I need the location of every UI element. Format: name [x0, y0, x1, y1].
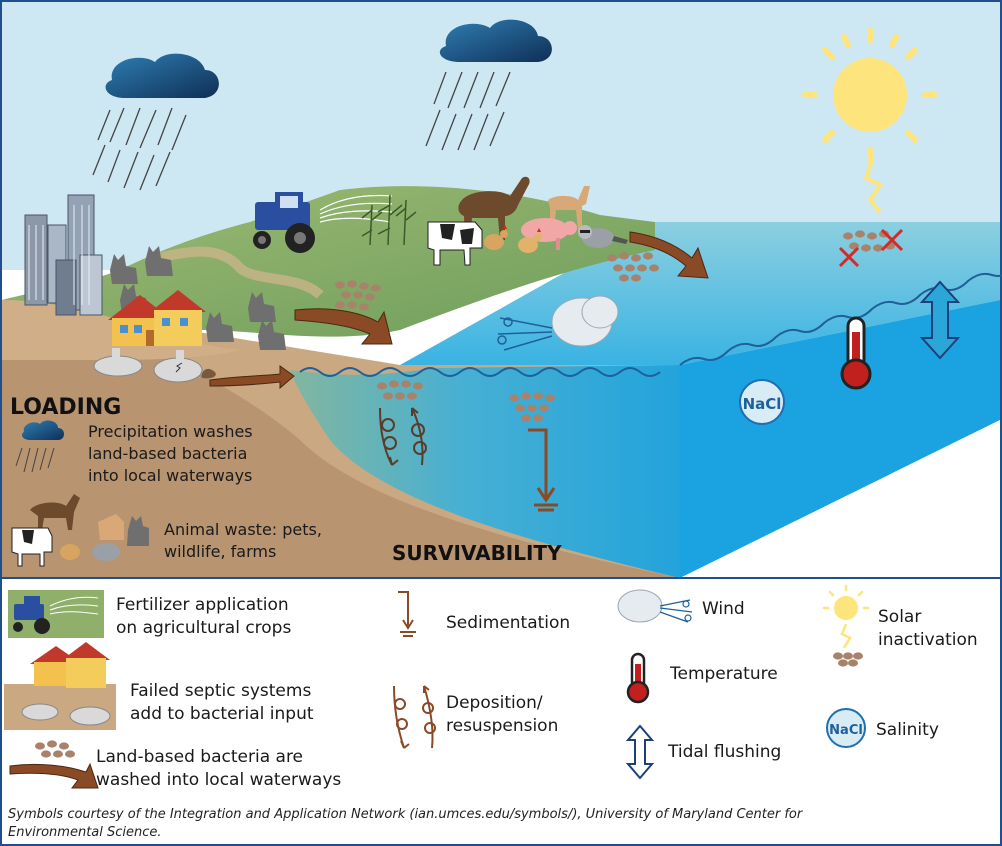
fertilizer-legend-text: Fertilizer application on agricultural c… [116, 595, 294, 638]
deposition-resuspension-icon [379, 407, 427, 466]
runoff-arrow-icon [209, 231, 709, 390]
svg-text:NaCl: NaCl [829, 723, 863, 738]
animals-mini-icon [11, 494, 149, 567]
survivability-heading: SURVIVABILITY [392, 541, 562, 565]
horse-icon [458, 176, 530, 240]
tidal-flushing-icon [919, 280, 961, 360]
credit-text: Symbols courtesy of the Integration and … [8, 807, 806, 840]
deer-icon [548, 186, 590, 230]
wind-legend-text: Wind [702, 599, 745, 619]
grassland [2, 186, 655, 337]
thermometer-icon [840, 316, 872, 390]
chicken-icon [484, 225, 542, 253]
crop-plants-icon [361, 194, 417, 246]
tractor-icon [253, 192, 393, 253]
sun-icon [802, 27, 938, 214]
inactivated-bacteria [838, 228, 904, 268]
rain-cloud-icon [425, 19, 552, 151]
tidal-legend-text: Tidal flushing [667, 742, 781, 762]
washed-legend-icon [9, 740, 99, 789]
animal-waste-text: Animal waste: pets, wildlife, farms [164, 520, 327, 561]
sea-waves [679, 272, 1002, 366]
solar-legend-text: Solar inactivation [878, 607, 978, 650]
city-buildings-icon [24, 194, 103, 316]
sedimentation-icon [528, 428, 558, 512]
septic-legend-icon [4, 642, 116, 730]
wind-icon [497, 295, 619, 351]
salinity-nacl-icon: NaCl [739, 379, 785, 425]
salinity-legend-icon: NaCl [826, 708, 866, 748]
washed-legend-text: Land-based bacteria are washed into loca… [96, 747, 341, 790]
temperature-legend-icon [626, 652, 650, 704]
precipitation-mini-icon [15, 420, 64, 473]
raccoon-icon [578, 225, 628, 248]
septic-tank-icon [93, 348, 216, 383]
wind-legend-icon [617, 589, 693, 623]
sedimentation-legend-icon [398, 591, 416, 637]
septic-legend-text: Failed septic systems add to bacterial i… [130, 681, 317, 724]
precipitation-text: Precipitation washes land-based bacteria… [88, 422, 258, 485]
svg-text:NaCl: NaCl [743, 395, 782, 413]
sedimentation-legend-text: Sedimentation [446, 613, 570, 633]
fertilizer-legend-icon [8, 590, 104, 638]
deep-sea-base [680, 420, 1000, 578]
estuary-waves [299, 367, 661, 377]
temperature-legend-text: Temperature [669, 664, 778, 684]
solar-legend-icon [822, 584, 870, 667]
houses-icon [108, 290, 206, 346]
rain-cloud-icon [92, 53, 219, 191]
deep-sea [680, 300, 1000, 578]
deposition-legend-text: Deposition/ resuspension [446, 693, 558, 736]
tidal-legend-icon [625, 724, 655, 780]
cow-icon [427, 221, 483, 266]
deposition-legend-icon [393, 685, 436, 749]
loading-heading: LOADING [10, 395, 121, 420]
salinity-legend-text: Salinity [876, 720, 939, 740]
pig-icon [521, 218, 577, 250]
